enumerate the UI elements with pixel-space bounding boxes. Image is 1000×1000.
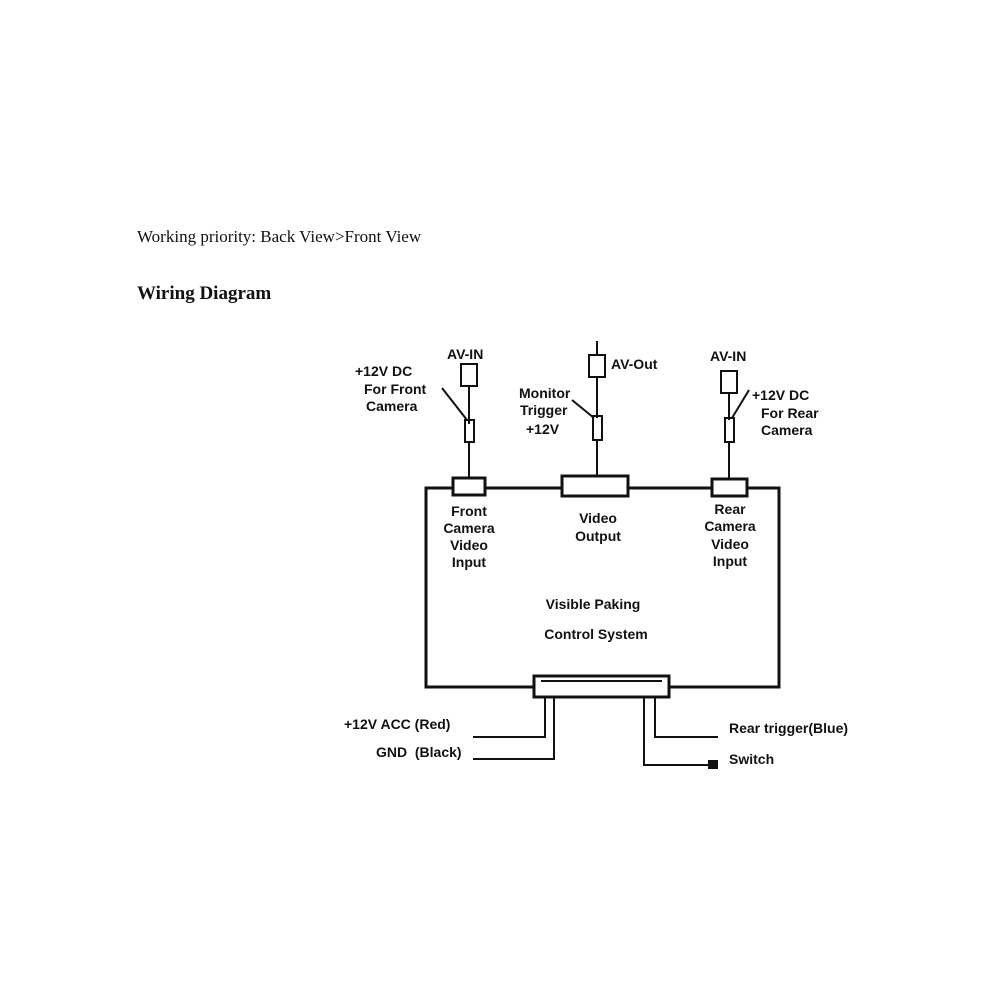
video-output-port (560, 474, 630, 498)
monitor-trigger-label-2: Trigger (520, 402, 568, 418)
rear-power-label-2: For Rear (761, 405, 819, 421)
system-name-line-2: Control System (544, 626, 647, 642)
monitor-trigger-label-3: +12V (526, 421, 560, 437)
av-out-label: AV-Out (611, 356, 658, 372)
rear-power-splice (724, 417, 735, 443)
rear-trigger-label: Rear trigger(Blue) (729, 720, 848, 736)
front-power-label-3: Camera (366, 398, 418, 414)
video-port-label-1: Video (579, 510, 617, 526)
rear-trigger-blue-wire (654, 697, 718, 738)
rear-port-label-3: Video (711, 536, 749, 552)
front-power-label-2: For Front (364, 381, 427, 397)
front-av-in-label: AV-IN (447, 346, 483, 362)
front-port-label-2: Camera (443, 520, 495, 536)
rear-av-in-plug (720, 370, 738, 394)
front-camera-port (451, 476, 487, 497)
working-priority-text: Working priority: Back View>Front View (137, 227, 422, 246)
video-output-cable (571, 341, 606, 476)
rear-port-label-4: Input (713, 553, 748, 569)
gnd-black-label: GND (Black) (376, 744, 462, 760)
video-port-label-2: Output (575, 528, 621, 544)
rear-av-in-label: AV-IN (710, 348, 746, 364)
switch-wire (643, 697, 708, 766)
front-port-label-3: Video (450, 537, 488, 553)
monitor-trigger-splice (592, 415, 603, 441)
acc-red-label: +12V ACC (Red) (344, 716, 450, 732)
acc-red-wire (473, 697, 546, 738)
av-out-plug (588, 354, 606, 378)
front-power-label-1: +12V DC (355, 363, 412, 379)
switch-label: Switch (729, 751, 774, 767)
front-camera-cable (441, 363, 478, 478)
front-av-in-plug (460, 363, 478, 387)
system-name-line-1: Visible Paking (546, 596, 641, 612)
front-power-wire (441, 387, 468, 421)
wiring-diagram-heading: Wiring Diagram (137, 283, 272, 304)
bottom-harness-connector (532, 674, 671, 699)
rear-port-label-1: Rear (714, 501, 746, 517)
front-port-label-4: Input (452, 554, 487, 570)
front-port-label-1: Front (451, 503, 487, 519)
monitor-trigger-label-1: Monitor (519, 385, 571, 401)
rear-power-label-1: +12V DC (752, 387, 809, 403)
rear-camera-port (710, 477, 749, 498)
gnd-black-wire (473, 697, 555, 760)
switch-terminal (708, 760, 718, 769)
rear-camera-cable (720, 370, 750, 479)
rear-port-label-2: Camera (704, 518, 756, 534)
rear-power-wire (731, 389, 750, 419)
monitor-trigger-wire (571, 399, 595, 419)
rear-power-label-3: Camera (761, 422, 813, 438)
